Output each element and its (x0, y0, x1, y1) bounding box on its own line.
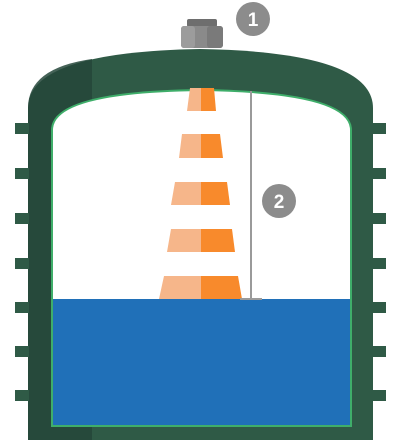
callout-1: 1 (236, 2, 270, 36)
callout-2: 2 (262, 184, 296, 218)
liquid (53, 299, 350, 425)
callout-2-label: 2 (274, 192, 285, 213)
radar-signal-beam (159, 88, 242, 299)
distance-measure-line (240, 91, 262, 300)
callout-1-label: 1 (248, 10, 259, 31)
tank-side-ribs (15, 123, 386, 401)
radar-level-sensor-icon (181, 19, 223, 48)
